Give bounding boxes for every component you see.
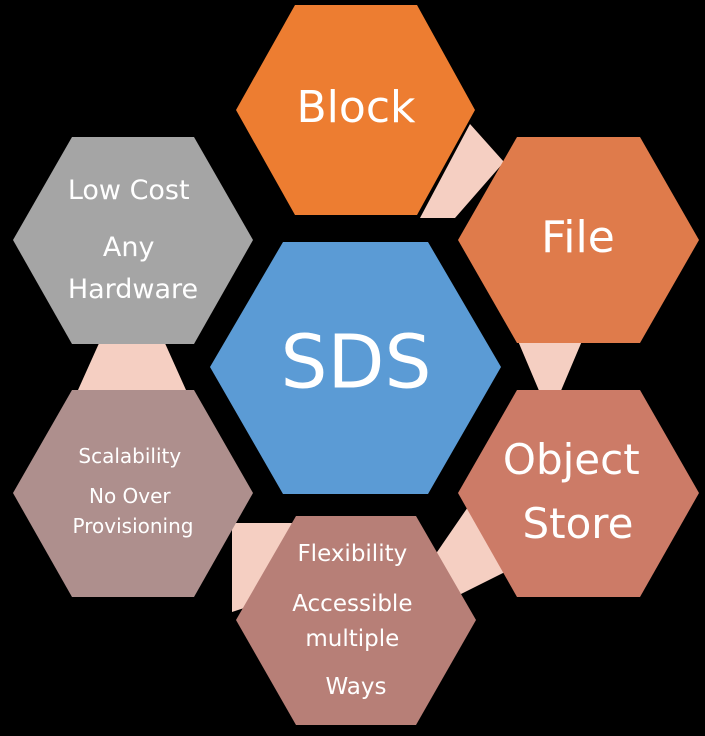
hexagon-center-label: SDS — [281, 320, 432, 406]
hexagon-low-cost: Low Cost Any Hardware — [13, 137, 253, 344]
hexagon-flexibility-label-line: Ways — [326, 674, 387, 700]
hexagon-file-shape — [458, 137, 699, 343]
hexagon-object-store: Object Store — [458, 390, 699, 597]
hexagon-block-shape — [236, 5, 475, 215]
hexagon-low-cost-label-line: Hardware — [68, 274, 198, 305]
hexagon-object-store-label-line: Store — [522, 499, 633, 548]
connector-block-file — [420, 124, 504, 218]
hexagon-low-cost-label-line: Any — [103, 232, 155, 263]
connector-scalability-low-cost — [78, 341, 186, 390]
hexagon-file-label-line: File — [541, 212, 615, 263]
hexagons: Block File Object Store Flexibility Acce… — [13, 5, 699, 725]
hexagon-flexibility-label: Flexibility Accessible multiple Ways — [292, 541, 420, 700]
connector-file-object-store — [518, 341, 582, 393]
hexagon-low-cost-shape — [13, 137, 253, 344]
hexagon-flexibility-shape — [236, 516, 476, 725]
connectors — [78, 124, 582, 612]
hexagon-object-store-shape — [458, 390, 699, 597]
hexagon-low-cost-label-line: Low Cost — [68, 175, 190, 206]
hexagon-flexibility-label-line: Accessible — [292, 591, 412, 617]
hexagon-scalability-shape — [13, 390, 253, 597]
hexagon-scalability-label-line: Provisioning — [73, 514, 194, 538]
connector-flexibility-scalability — [232, 523, 292, 612]
connector-object-store-flexibility — [435, 504, 505, 597]
hexagon-block-label: Block — [296, 82, 416, 133]
hexagon-center: SDS — [210, 242, 501, 494]
hexagon-scalability-label: Scalability No Over Provisioning — [73, 444, 194, 538]
hexagon-scalability: Scalability No Over Provisioning — [13, 390, 253, 597]
hexagon-scalability-label-line: Scalability — [78, 444, 181, 468]
hexagon-block-label-line: Block — [296, 82, 416, 133]
hexagon-object-store-label: Object Store — [503, 435, 653, 548]
hexagon-flexibility-label-line: Flexibility — [297, 541, 407, 567]
hexagon-flexibility-label-line: multiple — [305, 626, 399, 652]
hexagon-low-cost-label: Low Cost Any Hardware — [68, 175, 198, 305]
hexagon-object-store-label-line: Object — [503, 435, 640, 484]
hexagon-block: Block — [236, 5, 475, 215]
hexagon-flexibility: Flexibility Accessible multiple Ways — [236, 516, 476, 725]
hexagon-file-label: File — [541, 212, 615, 263]
hexagon-center-shape — [210, 242, 501, 494]
hexagon-scalability-label-line: No Over — [89, 484, 171, 508]
hexagon-file: File — [458, 137, 699, 343]
